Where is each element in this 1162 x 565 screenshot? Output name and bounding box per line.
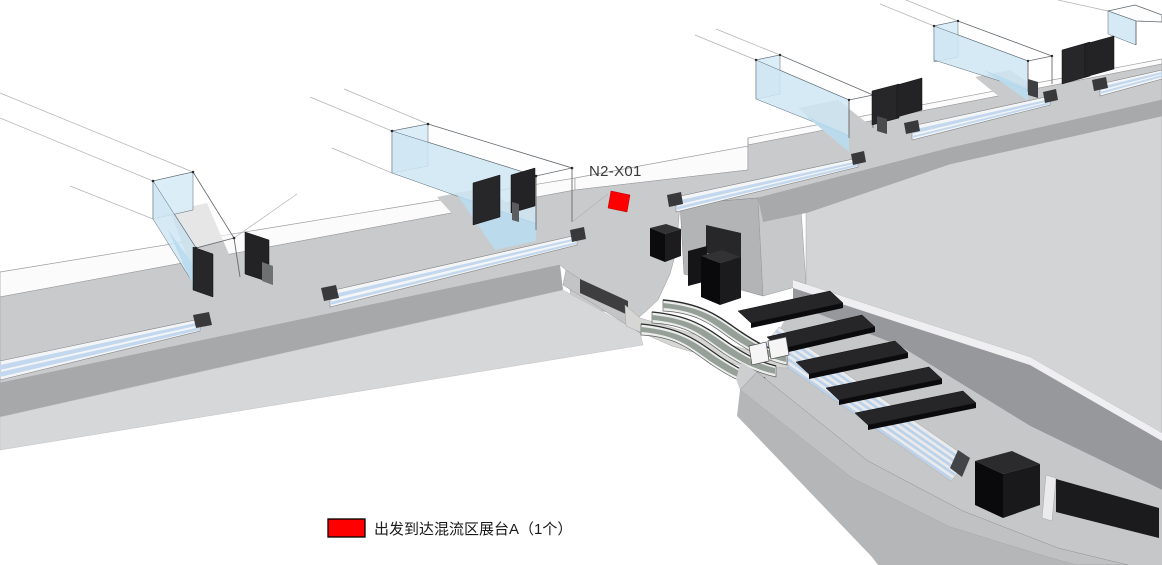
glass-bridge-entrance-c2 [879, 0, 1054, 101]
signage-panels-d [1061, 35, 1115, 85]
signage-panels-a [192, 231, 273, 298]
junction-bay-face [562, 269, 641, 334]
kiosk-lower [975, 451, 1040, 518]
underpass-portal [1041, 474, 1159, 538]
signage-panels-b [472, 167, 536, 226]
kiosk-junction-2 [688, 246, 741, 305]
escalator-bank [624, 299, 790, 390]
signage-panels-c [871, 77, 923, 134]
roof-beams [737, 290, 977, 430]
deck-over-lower-corridor [758, 100, 1162, 434]
booth-marker-label: N2-X01 [589, 163, 642, 180]
near-parapet-left [0, 265, 644, 451]
glass-bridge-entrance-d [1057, 0, 1162, 46]
legend-label: 出发到达混流区展台A（1个） [374, 521, 572, 538]
kiosk-junction-1 [650, 224, 681, 262]
booth-marker-group[interactable]: N2-X01 [589, 163, 642, 213]
moving-walkways-upper [0, 69, 1162, 381]
legend: 出发到达混流区展台A（1个） [327, 518, 572, 538]
legend-swatch [327, 518, 366, 538]
newel-post [767, 336, 790, 360]
glass-bridge-entrance-c1 [694, 28, 875, 152]
near-parapet-lower [737, 371, 1129, 565]
booth-marker[interactable] [607, 190, 631, 213]
glass-bridge-entrance-a [0, 92, 298, 299]
newel-post [748, 341, 770, 366]
walkway-end-cap [950, 450, 970, 477]
